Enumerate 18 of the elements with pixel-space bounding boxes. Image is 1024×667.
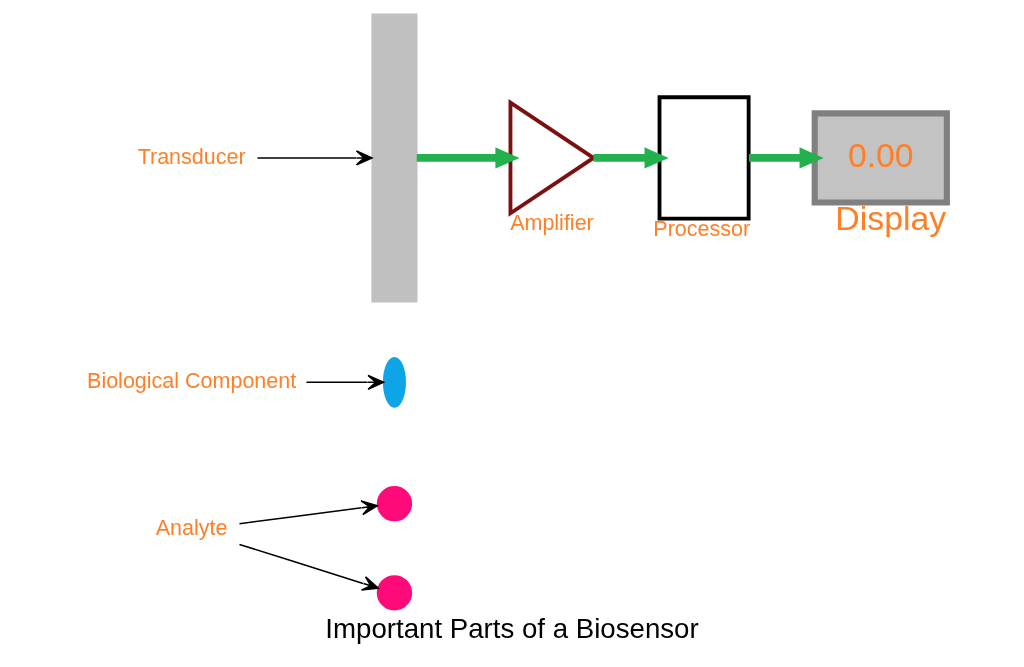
caption: Important Parts of a Biosensor	[325, 612, 699, 644]
arrow	[748, 147, 824, 169]
node-box: 0.00	[811, 110, 950, 206]
node-text: Analyte	[155, 516, 228, 541]
node-text: Biological Component	[87, 368, 297, 393]
node-text: Transducer	[137, 144, 246, 169]
node-circle	[376, 575, 413, 611]
arrow	[416, 147, 520, 169]
node-box	[657, 95, 751, 221]
node-crescent	[382, 356, 406, 408]
arrow	[238, 543, 379, 591]
arrow	[305, 374, 385, 390]
arrow	[238, 500, 378, 525]
node-label: Amplifier	[510, 211, 594, 236]
arrow	[256, 150, 373, 166]
node-circle	[376, 486, 413, 522]
node-label: Processor	[653, 216, 751, 241]
node-bar	[371, 13, 418, 303]
